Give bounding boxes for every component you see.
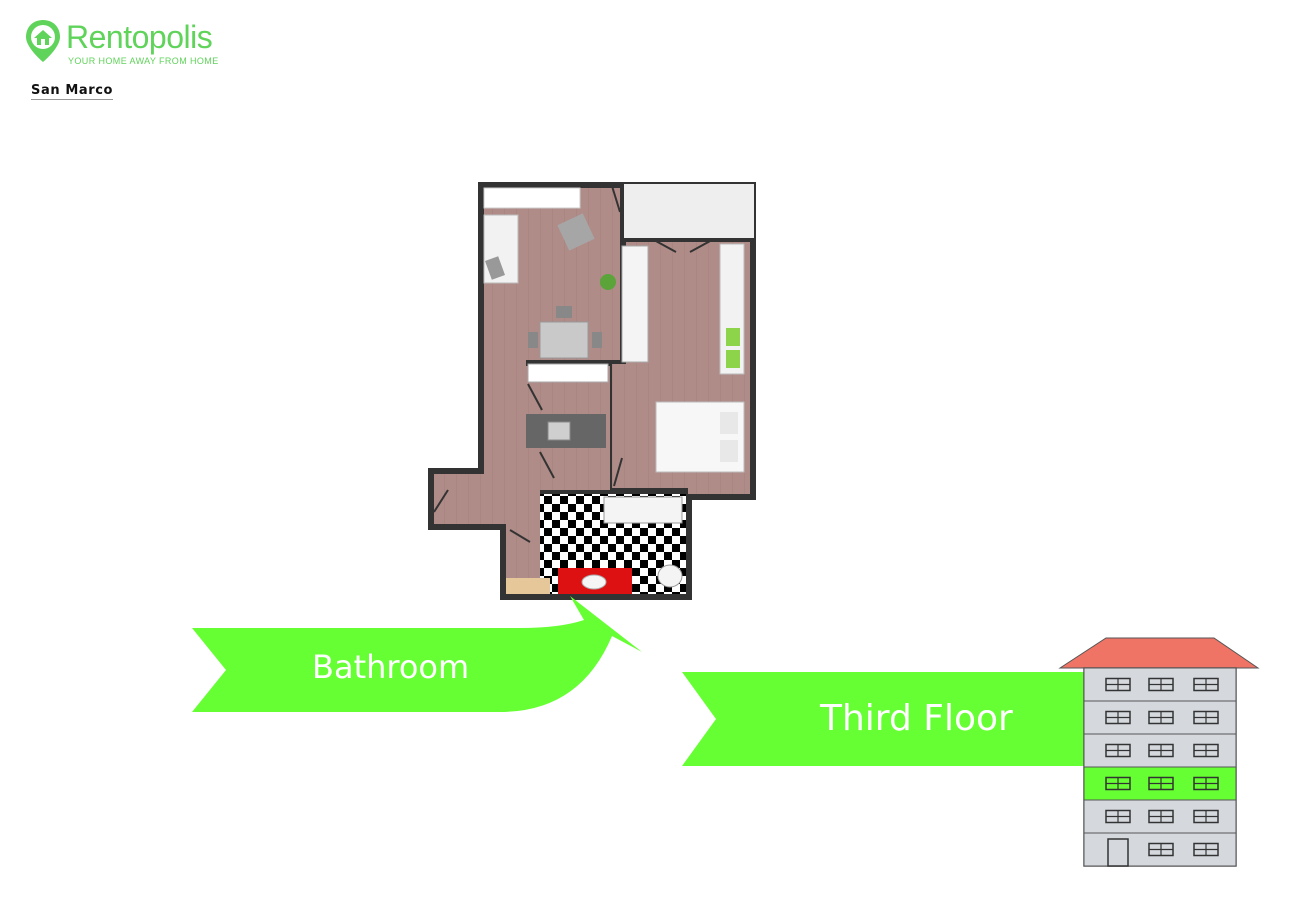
shelf-unit [621,245,649,363]
property-name: San Marco [31,83,114,100]
house-pin-icon [26,20,60,62]
apartment-floor-plan [428,182,756,600]
living-room-floor [434,188,620,594]
entry-shelf [506,578,550,594]
window-bench [483,187,581,209]
bathroom-callout-label: Bathroom [312,648,470,686]
floor-callout-label: Third Floor [820,698,1013,739]
door-swings [433,185,713,543]
bathtub [603,496,683,524]
armchair [557,213,595,251]
toilet [657,564,683,588]
kitchen-counter-upper [527,363,609,383]
dining-table [539,321,589,359]
kitchen-wall [526,360,610,366]
brand-logo: Rentopolis YOUR HOME AWAY FROM HOME [24,18,264,74]
plant [600,274,616,290]
bathroom-callout-arrow [192,596,642,712]
building-door [1107,838,1129,867]
building-illustration [1058,637,1260,867]
building-roof [1058,637,1260,669]
brand-tagline: YOUR HOME AWAY FROM HOME [68,56,219,66]
bathroom-sink [581,574,607,590]
floor-callout-arrow [682,672,1088,766]
brand-name: Rentopolis [66,19,213,55]
kitchen-sink [547,421,571,441]
